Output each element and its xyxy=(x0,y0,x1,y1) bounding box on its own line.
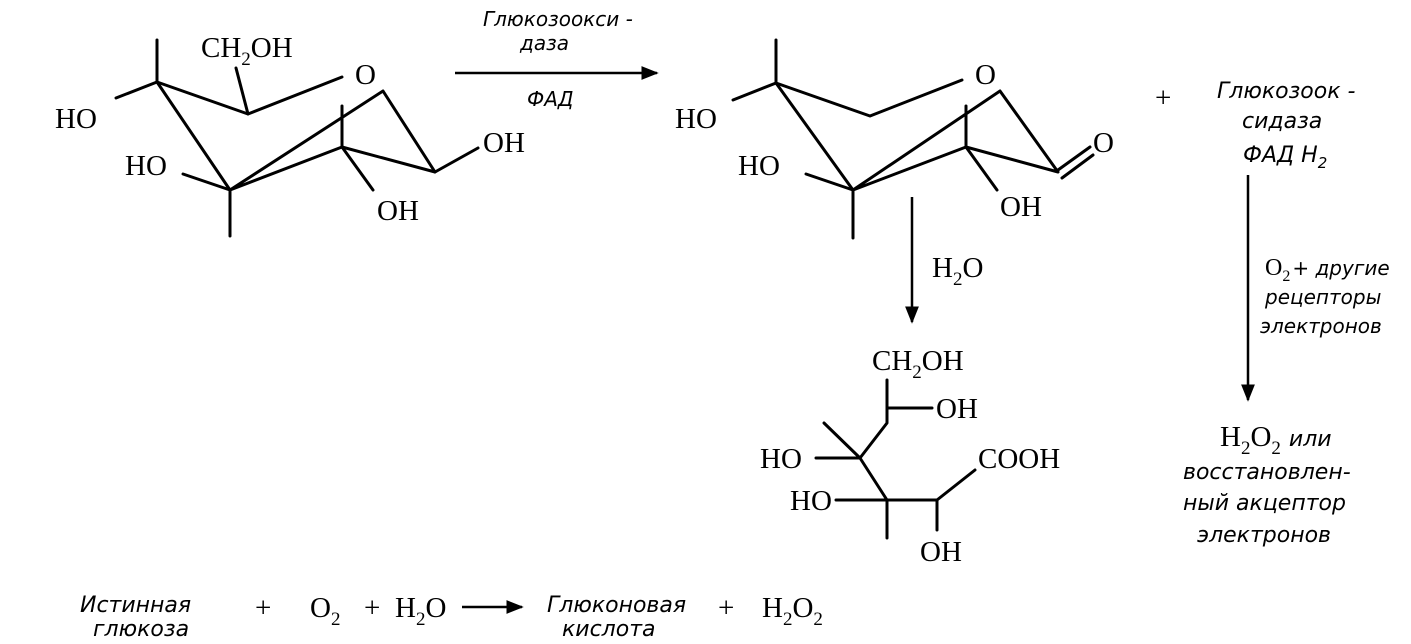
glucose-substituent-bonds xyxy=(114,38,480,238)
lactone-carbonyl-oxygen: O xyxy=(1093,127,1114,159)
glucose-oh-c2: OH xyxy=(377,195,419,227)
plus-sign-top: + xyxy=(1155,82,1171,114)
arrow-1-label-cofactor: ФАД xyxy=(527,87,574,111)
glucose-oxidase-arrow: Глюкозоокси - даза ФАД xyxy=(455,7,659,111)
summary-reactant-line-2: глюкоза xyxy=(93,617,189,642)
reduced-enzyme-line-1: Глюкозоок - xyxy=(1217,79,1355,104)
arrow-1-label-enzyme-1: Глюкозоокси - xyxy=(483,7,633,31)
lactone-substituent-bonds xyxy=(731,38,1095,240)
lactone-oh-c2: OH xyxy=(1000,191,1042,223)
summary-hydrogen-peroxide: H2O2 xyxy=(762,592,823,630)
gluconic-acid-ho-c3: HO xyxy=(790,485,832,517)
right-product-line-2: восстановлен- xyxy=(1183,460,1351,485)
arrow-3-label-line-3: электронов xyxy=(1260,314,1382,338)
glucose-ring xyxy=(155,75,437,192)
right-product-line-3: ный акцептор xyxy=(1183,491,1346,516)
glucose-oh-c1: OH xyxy=(483,127,525,159)
arrow-3-label-line-1: O2+ другие xyxy=(1265,255,1390,285)
summary-equation: Истинная глюкоза + O2 + H2O Глюконовая к… xyxy=(80,592,823,642)
gluconic-acid-oh-c2: OH xyxy=(920,536,962,568)
glucose-ring-oxygen: O xyxy=(355,59,376,91)
gluconic-acid-cooh: COOH xyxy=(978,443,1060,475)
lactone-ho-c4: HO xyxy=(675,103,717,135)
summary-oxygen: O2 xyxy=(310,592,340,630)
lactone-ring-c4-c5 xyxy=(774,81,855,192)
gluconic-acid-chain xyxy=(858,378,977,502)
lactone-ho-c3: HO xyxy=(738,150,780,182)
lactone-ring-oxygen: O xyxy=(975,59,996,91)
summary-product-line-2: кислота xyxy=(562,617,656,642)
reoxidation-arrow: O2+ другие рецепторы электронов xyxy=(1241,175,1390,402)
hydrolysis-arrow: H2O xyxy=(905,197,983,324)
glucose-ring-c4-c5 xyxy=(155,80,232,192)
arrow-2-label-water: H2O xyxy=(932,252,983,290)
glucose-structure: CH2OH O HO HO OH OH xyxy=(55,32,525,238)
summary-plus-3: + xyxy=(718,592,734,624)
summary-reactant-line-1: Истинная xyxy=(80,593,191,618)
gluconic-acid-structure: CH2OH OH HO COOH HO OH xyxy=(760,345,1060,568)
arrow-3-label-line-2: рецепторы xyxy=(1264,285,1381,309)
gluconolactone-structure: O O HO HO OH xyxy=(675,38,1114,240)
right-product-line-4: электронов xyxy=(1197,523,1331,548)
glucose-ho-c4: HO xyxy=(55,103,97,135)
summary-plus-2: + xyxy=(364,592,380,624)
lactone-ring xyxy=(774,78,1060,192)
gluconic-acid-oh-c5: OH xyxy=(936,393,978,425)
gluconic-acid-ho-c4: HO xyxy=(760,443,802,475)
gluconic-acid-substituent-bonds xyxy=(814,406,939,540)
summary-water: H2O xyxy=(395,592,446,630)
glucose-ho-c3: HO xyxy=(125,150,167,182)
reduced-enzyme: Глюкозоок - сидаза ФАД Н2 xyxy=(1217,79,1355,172)
reduced-enzyme-line-2: сидаза xyxy=(1242,109,1322,134)
reduced-enzyme-line-3: ФАД Н2 xyxy=(1243,143,1327,172)
summary-product-line-1: Глюконовая xyxy=(547,593,686,618)
glucose-ch2oh: CH2OH xyxy=(201,32,293,70)
gluconic-acid-ch2oh: CH2OH xyxy=(872,345,964,383)
summary-plus-1: + xyxy=(255,592,271,624)
arrow-1-label-enzyme-2: даза xyxy=(519,31,569,55)
